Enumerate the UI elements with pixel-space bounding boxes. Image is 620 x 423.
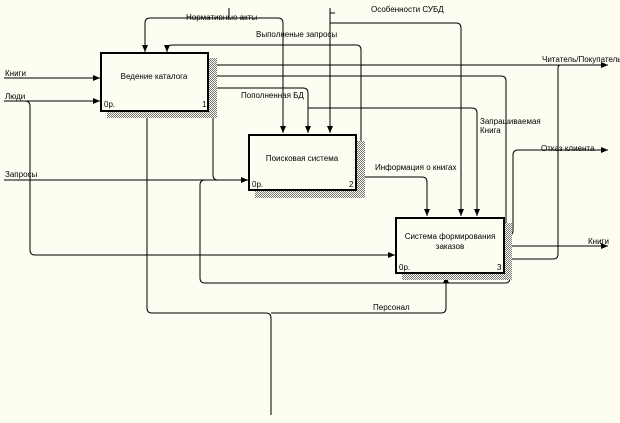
box-3-title-line2: заказов	[436, 242, 464, 251]
arrow-normative-acts[interactable]	[145, 8, 230, 52]
label-updated-db: Пополненная БД	[241, 91, 304, 100]
box-3-cost: 0р.	[399, 263, 410, 272]
arrow-dbms-features[interactable]	[330, 8, 335, 133]
arrow-requested-book[interactable]	[208, 75, 507, 230]
label-books-output: Книги	[588, 237, 609, 246]
label-reader-buyer: Читатель/Покупатель	[542, 55, 620, 64]
label-normative-acts: Нормативные акты	[186, 13, 257, 22]
box-2-title: Поисковая система	[266, 154, 339, 163]
label-personnel: Персонал	[373, 303, 410, 312]
box-3-number: 3	[497, 263, 502, 272]
label-book-info: Информация о книгах	[375, 163, 456, 172]
label-requested-book-line2: Книга	[480, 126, 501, 135]
arrow-normative-acts-branch[interactable]	[229, 17, 286, 133]
activity-box-1[interactable]: Ведение каталога 0р. 1	[100, 52, 217, 118]
arrow-personnel-branch[interactable]	[271, 276, 449, 314]
arrow-updated-db-branch[interactable]	[307, 107, 480, 216]
arrow-box3-loop[interactable]	[199, 179, 511, 284]
label-requested-book-line1: Запрашиваемая	[480, 117, 541, 126]
arrow-people-branch[interactable]	[24, 100, 395, 258]
box-1-number: 1	[202, 100, 207, 109]
label-client-refusal: Отказ клиента	[541, 144, 595, 153]
arrow-completed-requests[interactable]	[164, 44, 362, 175]
arrow-client-refusal[interactable]	[509, 147, 608, 236]
activity-box-3[interactable]: Система формирования заказов 0р. 3	[395, 217, 512, 280]
box-1-cost: 0р.	[104, 100, 115, 109]
activity-box-2[interactable]: Поисковая система 0р. 2	[248, 134, 365, 198]
label-dbms-features: Особенности СУБД	[371, 5, 444, 14]
arrow-reader-buyer-feed[interactable]	[510, 64, 562, 260]
arrow-personnel[interactable]	[144, 111, 272, 415]
arrow-book-info[interactable]	[360, 176, 430, 216]
label-requests: Запросы	[5, 170, 38, 179]
box-1-title: Ведение каталога	[121, 72, 188, 81]
label-completed-requests: Выполненые запросы	[256, 30, 337, 39]
label-people: Люди	[5, 92, 25, 101]
box-3-title-line1: Система формирования	[405, 232, 496, 241]
label-books-input: Книги	[5, 69, 26, 78]
box-2-number: 2	[349, 180, 354, 189]
box-2-cost: 0р.	[252, 180, 263, 189]
arrow-dbms-features-branch[interactable]	[330, 22, 464, 216]
arrow-updated-db[interactable]	[208, 87, 311, 133]
